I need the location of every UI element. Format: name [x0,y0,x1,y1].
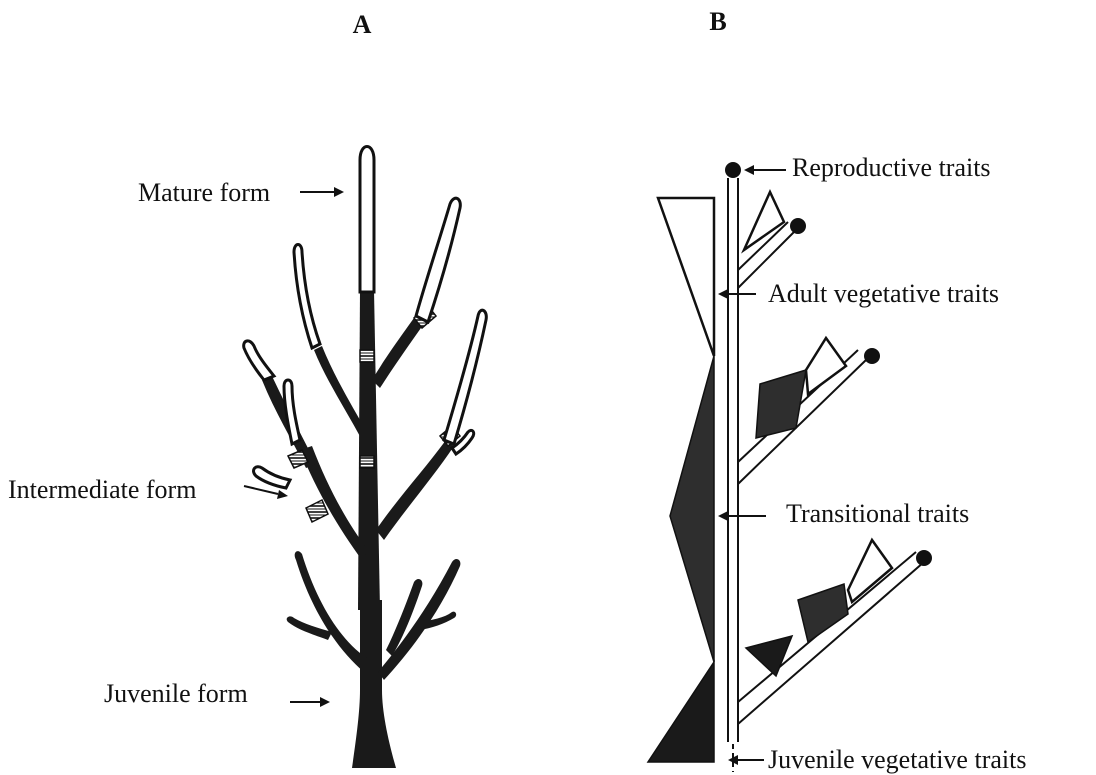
arrow-juvenile [290,697,330,707]
tree-illustration [244,147,487,769]
arrow-reproductive [744,165,786,175]
label-transitional-traits: Transitional traits [786,499,969,528]
reproductive-dot-top [725,162,741,178]
transitional-trait-region [670,356,714,662]
label-juvenile-vegetative-traits: Juvenile vegetative traits [768,745,1026,774]
side-branch-2 [738,338,880,484]
panel-a: A [8,10,486,768]
label-juvenile-form: Juvenile form [104,679,248,708]
label-mature-form: Mature form [138,178,270,207]
panel-b: B [648,7,1026,774]
arrow-mature [300,187,344,197]
side-branch-3 [738,540,932,724]
arrow-transitional [718,511,766,521]
label-adult-vegetative-traits: Adult vegetative traits [768,279,999,308]
label-reproductive-traits: Reproductive traits [792,153,991,182]
side-branch-1 [738,192,806,288]
panel-a-letter: A [353,10,372,39]
trait-profile [648,198,714,762]
adult-trait-wedge [658,198,714,356]
main-axis [728,178,738,772]
juvenile-trait-region [648,662,714,762]
label-intermediate-form: Intermediate form [8,475,196,504]
panel-b-letter: B [709,7,726,36]
